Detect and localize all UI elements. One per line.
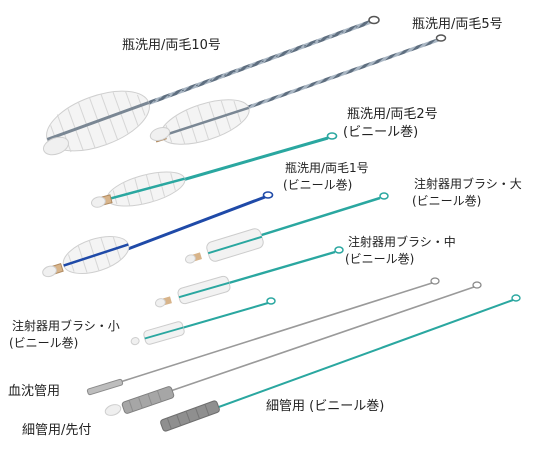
label-syringe-large-line1: 注射器用ブラシ・大 [414,177,522,191]
syringe-brush-small [130,297,276,346]
bottle-brush-no5 [149,34,447,145]
label-bottle-no1-line2: (ビニール巻) [283,178,353,192]
bottle-brush-no1-vinyl [42,191,274,278]
label-thin-tube-vinyl: 細管用 (ビニール巻) [266,399,385,414]
label-syringe-small-line1: 注射器用ブラシ・小 [12,319,120,333]
bottle-brush-no10 [42,15,380,156]
label-bottle-no2-line2: (ビニール巻) [343,125,419,140]
label-bottle-no2-line1: 瓶洗用/両毛2号 [347,107,438,122]
label-bottle-no10: 瓶洗用/両毛10号 [122,38,221,53]
syringe-brush-large [185,192,389,264]
label-syringe-small-line2: (ビニール巻) [9,336,79,350]
syringe-brush-medium [154,246,344,308]
label-blood-sed-tube: 血沈管用 [8,384,61,399]
bottle-brush-no2-vinyl [91,132,338,208]
blood-sedimentation-tube-brush [86,277,440,396]
label-syringe-large-line2: (ビニール巻) [412,194,482,208]
label-bottle-no5: 瓶洗用/両毛5号 [412,17,503,32]
label-thin-tube-tipped: 細管用/先付 [22,423,92,438]
label-bottle-no1-line1: 瓶洗用/両毛1号 [285,161,369,175]
label-syringe-mid-line2: (ビニール巻) [345,252,415,266]
thin-tube-brush-vinyl [160,294,521,432]
thin-tube-brush-tipped [104,281,482,416]
label-syringe-mid-line1: 注射器用ブラシ・中 [348,235,456,249]
